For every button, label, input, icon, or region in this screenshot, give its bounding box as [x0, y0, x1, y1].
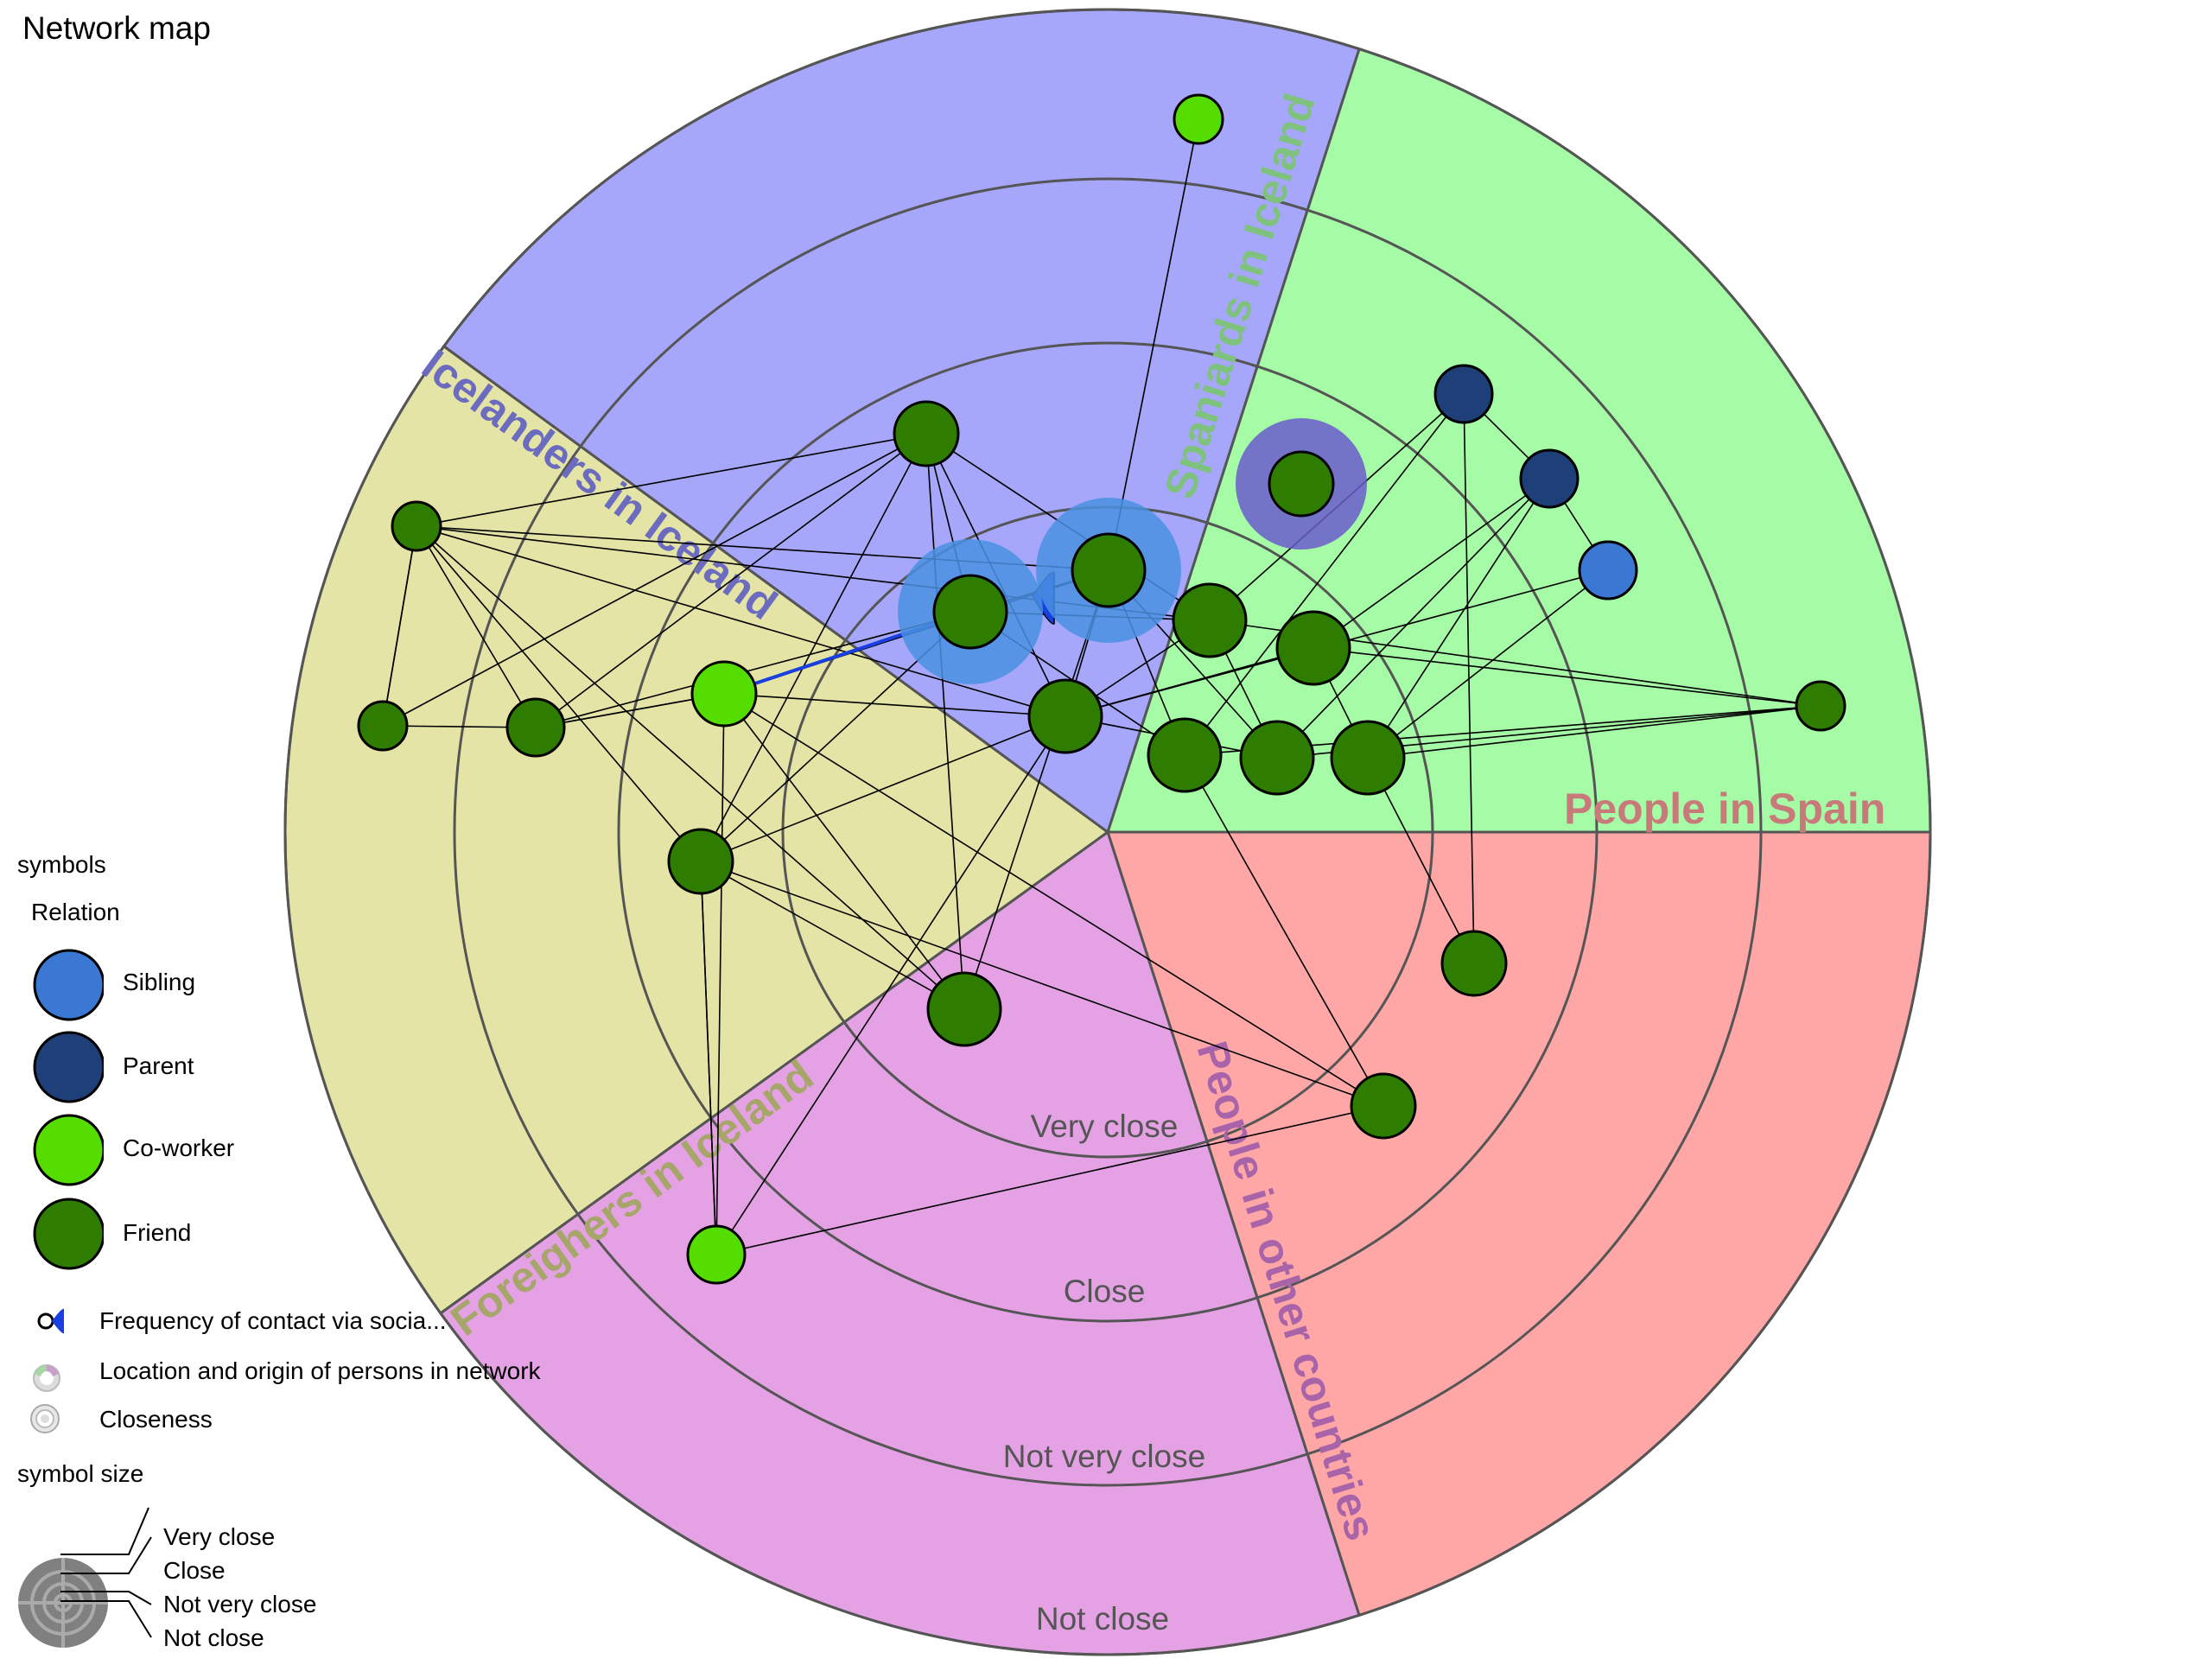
ring-label-not-close: Not close [1036, 1601, 1169, 1636]
edge-c-e [416, 525, 537, 728]
edge-c-k [416, 525, 1066, 717]
person-node-parent-v[interactable] [1433, 364, 1494, 424]
person-node-friend-j[interactable] [1275, 610, 1351, 686]
person-node-friend-d[interactable] [357, 700, 409, 752]
friend-swatch [33, 1198, 104, 1270]
legend-size-heading: symbol size [17, 1460, 144, 1487]
legend-size-close: Close [163, 1557, 226, 1584]
edge-l-r [1184, 754, 1384, 1107]
person-node-coworker-f[interactable] [690, 660, 758, 728]
person-node-sibling-x[interactable] [1578, 540, 1638, 601]
edge-w-m [1276, 478, 1550, 759]
person-node-friend-q[interactable] [1440, 930, 1508, 997]
legend: symbols Relation Sibling Parent Co-worke… [0, 0, 588, 1665]
legend-relation-heading: Relation [31, 899, 120, 925]
edge-f-r [723, 693, 1384, 1107]
person-node-friend-l[interactable] [1147, 717, 1223, 793]
person-node-friend-b[interactable] [893, 400, 960, 467]
legend-mini-icons [33, 1308, 64, 1392]
legend-size-not-close: Not close [163, 1624, 264, 1651]
legend-sibling-label: Sibling [123, 969, 196, 995]
person-node-friend-h[interactable] [1071, 532, 1147, 608]
edge-c-p [416, 525, 965, 1010]
edge-a-h [1108, 118, 1199, 571]
edge-v-l [1184, 393, 1465, 756]
edge-o-r [700, 861, 1384, 1107]
edge-f-s [715, 693, 725, 1255]
edge-f-p [723, 693, 965, 1010]
legend-relation-swatches [33, 949, 104, 1270]
person-node-friend-r[interactable] [1350, 1072, 1417, 1140]
coworker-swatch [33, 1114, 104, 1186]
edge-w-n [1367, 478, 1550, 759]
edge-n-q [1367, 757, 1475, 964]
outer-ring [283, 8, 1932, 1656]
edge-k-o [700, 715, 1066, 862]
parent-swatch [33, 1031, 104, 1103]
person-node-friend-p[interactable] [926, 971, 1002, 1047]
person-node-parent-w[interactable] [1519, 448, 1580, 509]
ring-close [617, 341, 1599, 1323]
edge-n-t [1367, 705, 1821, 759]
legend-size-very-close: Very close [163, 1523, 276, 1550]
person-node-coworker-s[interactable] [686, 1224, 747, 1285]
person-node-friend-t[interactable] [1795, 680, 1847, 732]
person-node-coworker-a[interactable] [1173, 93, 1224, 145]
ring-label-not-very-close: Not very close [1003, 1439, 1205, 1474]
ring-not-very-close [453, 177, 1763, 1487]
edge-b-p [925, 433, 965, 1010]
location-icon [33, 1364, 60, 1392]
sector-label-people-in-spain: People in Spain [1564, 785, 1885, 833]
person-node-friend-c[interactable] [391, 500, 442, 552]
ring-layer [283, 8, 1932, 1656]
person-node-friend-k[interactable] [1027, 678, 1103, 754]
legend-closeness-label: Closeness [99, 1406, 213, 1433]
person-node-friend-o[interactable] [667, 828, 734, 895]
edge-s-o [700, 861, 717, 1255]
person-node-friend-e[interactable] [505, 697, 566, 758]
person-node-friend-n[interactable] [1330, 720, 1406, 796]
legend-friend-label: Friend [123, 1219, 192, 1246]
edge-b-o [700, 433, 927, 862]
edge-k-s [715, 715, 1066, 1255]
ring-label-close: Close [1064, 1274, 1146, 1309]
edge-f-k [723, 693, 1066, 717]
edge-c-o [416, 525, 702, 862]
edge-d-c [382, 525, 417, 727]
person-node-friend-i[interactable] [1172, 582, 1248, 658]
edge-s-r [715, 1105, 1384, 1255]
person-node-friend-u[interactable] [1268, 450, 1335, 518]
edge-w-j [1313, 478, 1550, 649]
legend-coworker-label: Co-worker [123, 1134, 235, 1161]
sibling-swatch [33, 949, 104, 1021]
closeness-icon-svg [30, 1404, 60, 1433]
legend-size-not-very-close: Not very close [163, 1591, 317, 1617]
ring-label-very-close: Very close [1031, 1109, 1179, 1144]
ring-labels: Very close Close Not very close Not clos… [1003, 1109, 1205, 1636]
edge-h-p [963, 569, 1109, 1010]
edge-b-e [535, 433, 927, 728]
legend-frequency-label: Frequency of contact via socia... [99, 1307, 447, 1334]
node-layer [357, 93, 1847, 1285]
edge-x-n [1367, 569, 1609, 759]
legend-symbols-heading: symbols [17, 851, 106, 878]
frequency-icon [37, 1308, 64, 1334]
legend-location-label: Location and origin of persons in networ… [99, 1357, 541, 1384]
edge-o-p [700, 861, 965, 1010]
person-node-friend-g[interactable] [932, 574, 1008, 650]
edge-b-c [416, 433, 927, 527]
legend-parent-label: Parent [123, 1052, 194, 1079]
page-title: Network map [22, 10, 211, 46]
person-node-friend-m[interactable] [1239, 720, 1315, 796]
edge-e-g [535, 611, 971, 728]
legend-size-diagram [18, 1507, 152, 1648]
edge-b-d [382, 433, 927, 727]
edge-j-t [1313, 647, 1821, 707]
